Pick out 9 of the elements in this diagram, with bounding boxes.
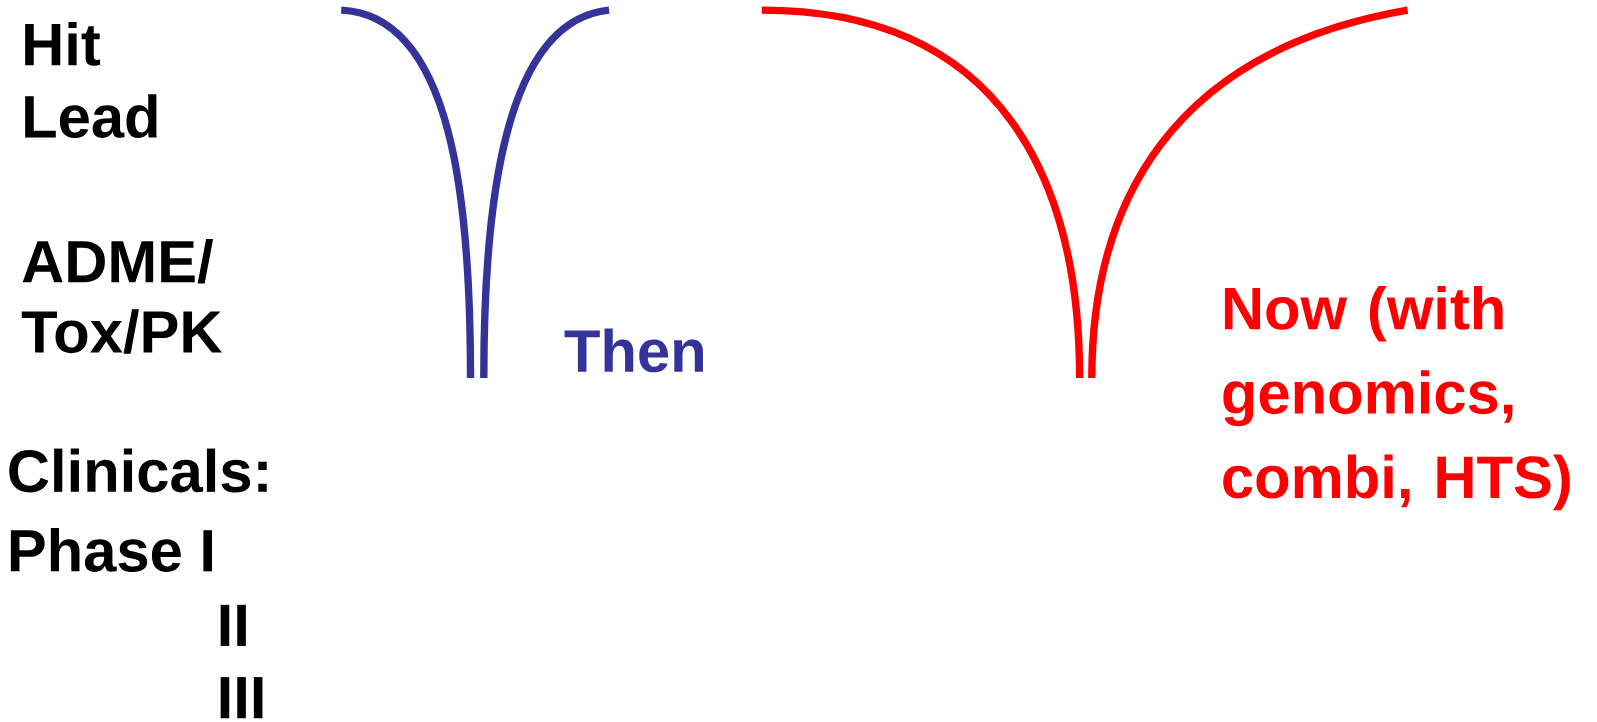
- stage-label: Phase I: [10, 528, 212, 572]
- stage-label: Clinicals:: [9, 448, 267, 493]
- stage-label: III: [220, 677, 263, 719]
- stage-label: Lead: [25, 94, 157, 139]
- stage-label: Hit: [25, 21, 101, 66]
- era-label: Then: [564, 328, 703, 373]
- stage-label: II: [220, 604, 246, 646]
- stage-label: ADME/ Tox/PK: [21, 239, 222, 354]
- era-label: Now (with genomics, combi, HTS): [1223, 285, 1570, 511]
